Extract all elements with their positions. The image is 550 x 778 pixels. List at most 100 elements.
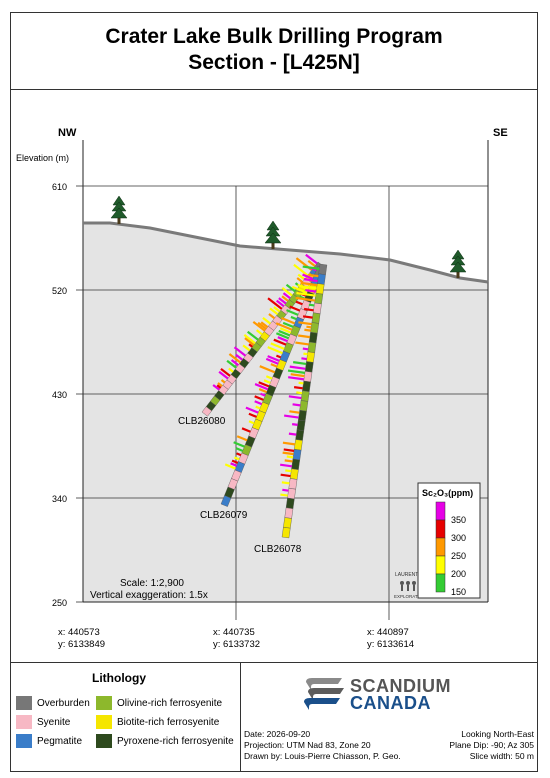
legend-pyroxene: Pyroxene-rich ferrosyenite xyxy=(96,734,234,748)
assay-bar xyxy=(302,265,320,270)
assay-bar xyxy=(302,347,309,351)
sc2o3-legend-swatch xyxy=(435,537,446,557)
assay-bar xyxy=(290,315,297,321)
cross-section: NW SE Elevation (m) 610 520 430 340 250 … xyxy=(16,127,508,620)
lithology-interval xyxy=(308,332,318,344)
legend-olivine: Olivine-rich ferrosyenite xyxy=(96,696,222,710)
svg-text:EXPLORATION: EXPLORATION xyxy=(394,594,426,599)
elevation-340: 340 xyxy=(52,494,67,504)
assay-bar xyxy=(273,338,287,346)
swatch xyxy=(16,715,32,729)
assay-bar xyxy=(289,365,306,370)
legend-pegmatite: Pegmatite xyxy=(16,734,82,748)
lithology-interval xyxy=(285,497,295,509)
assay-bar xyxy=(275,354,282,359)
lithology-interval xyxy=(284,507,294,519)
assay-bar xyxy=(254,395,264,401)
sc2o3-legend-swatch xyxy=(435,519,446,539)
map-title: Crater Lake Bulk Drilling Program xyxy=(105,25,443,48)
assay-bar xyxy=(224,463,236,470)
assay-bar xyxy=(259,365,276,374)
assay-bar xyxy=(242,344,251,352)
assay-bar xyxy=(291,285,308,294)
lithology-interval xyxy=(293,439,303,451)
assay-bar xyxy=(303,352,308,356)
assay-bar xyxy=(280,473,291,478)
assay-bar xyxy=(234,456,240,461)
assay-bar xyxy=(248,420,255,425)
swatch xyxy=(96,696,112,710)
assay-bar xyxy=(302,273,314,280)
assay-bar xyxy=(212,384,220,391)
assay-bar xyxy=(260,392,266,397)
hole-clb26078 xyxy=(280,263,328,539)
assay-bar xyxy=(300,281,318,287)
assay-bar xyxy=(297,283,309,291)
assay-bar xyxy=(287,369,305,374)
lithology-interval xyxy=(307,341,317,353)
assay-bar xyxy=(255,405,261,410)
assay-bar xyxy=(303,285,317,290)
assay-bar xyxy=(233,346,247,357)
assay-bar xyxy=(243,334,256,345)
elevation-axis-label: Elevation (m) xyxy=(16,153,69,163)
scale-label: Scale: 1:2,900 xyxy=(120,578,184,589)
assay-bar xyxy=(235,447,244,452)
assay-bar xyxy=(275,299,285,308)
assay-bar xyxy=(277,336,288,343)
assay-bar xyxy=(235,353,244,361)
map-plane-dip: Plane Dip: -90; Az 305 xyxy=(449,740,534,750)
lithology-interval xyxy=(312,302,322,314)
assay-bar xyxy=(228,353,241,364)
assay-bar xyxy=(297,273,306,281)
assay-bar xyxy=(298,334,310,339)
map-frame xyxy=(10,12,538,772)
svg-text:LAURENTIA: LAURENTIA xyxy=(395,572,424,578)
assay-bar xyxy=(295,296,316,302)
ground-area xyxy=(83,223,488,602)
assay-bar xyxy=(216,384,222,389)
lithology-interval xyxy=(292,449,302,461)
assay-bar xyxy=(305,289,317,293)
assay-bar xyxy=(285,469,292,473)
assay-bar xyxy=(290,373,305,378)
sc2o3-legend-value: 350 xyxy=(451,515,466,525)
assay-bar xyxy=(282,488,289,492)
assay-bar xyxy=(230,359,239,366)
assay-bar xyxy=(278,329,291,337)
assay-bar xyxy=(289,305,301,312)
assay-bar xyxy=(282,292,291,300)
legend-syenite: Syenite xyxy=(16,715,70,729)
assay-bar xyxy=(258,381,270,388)
elevation-ticks xyxy=(76,185,83,603)
sc2o3-legend-value: 250 xyxy=(451,551,466,561)
map-subtitle: Section - [L425N] xyxy=(188,51,360,74)
assay-bar xyxy=(263,379,271,384)
assay-bar xyxy=(286,455,294,459)
hole-label-clb26080: CLB26080 xyxy=(178,416,226,427)
se-label: SE xyxy=(493,127,508,139)
assay-bar xyxy=(280,493,288,497)
coord-3-x: x: 440897 xyxy=(367,627,409,638)
assay-bar xyxy=(275,322,293,331)
assay-bar xyxy=(307,260,316,267)
legend-biotite: Biotite-rich ferrosyenite xyxy=(96,715,219,729)
sc2o3-legend-title: Sc₂O₃(ppm) xyxy=(422,488,473,498)
assay-bar xyxy=(302,315,313,319)
assay-bar xyxy=(284,459,293,463)
assay-bar xyxy=(284,414,299,419)
map-projection: Projection: UTM Nad 83, Zone 20 xyxy=(244,740,371,750)
coord-1-x: x: 440573 xyxy=(58,627,100,638)
assay-bar xyxy=(254,383,269,391)
scandium-logo-icon xyxy=(304,678,344,710)
tree-icon xyxy=(449,249,467,278)
assay-bar xyxy=(262,316,272,325)
assay-bar xyxy=(282,321,294,328)
assay-bar xyxy=(293,361,307,366)
lithology-interval xyxy=(287,488,296,500)
coord-2-x: x: 440735 xyxy=(213,627,255,638)
assay-bar xyxy=(295,341,309,346)
coord-1: x: 440573 y: 6133849 xyxy=(58,627,105,651)
map-drawn-by: Drawn by: Louis-Pierre Chiasson, P. Geo. xyxy=(244,751,401,761)
